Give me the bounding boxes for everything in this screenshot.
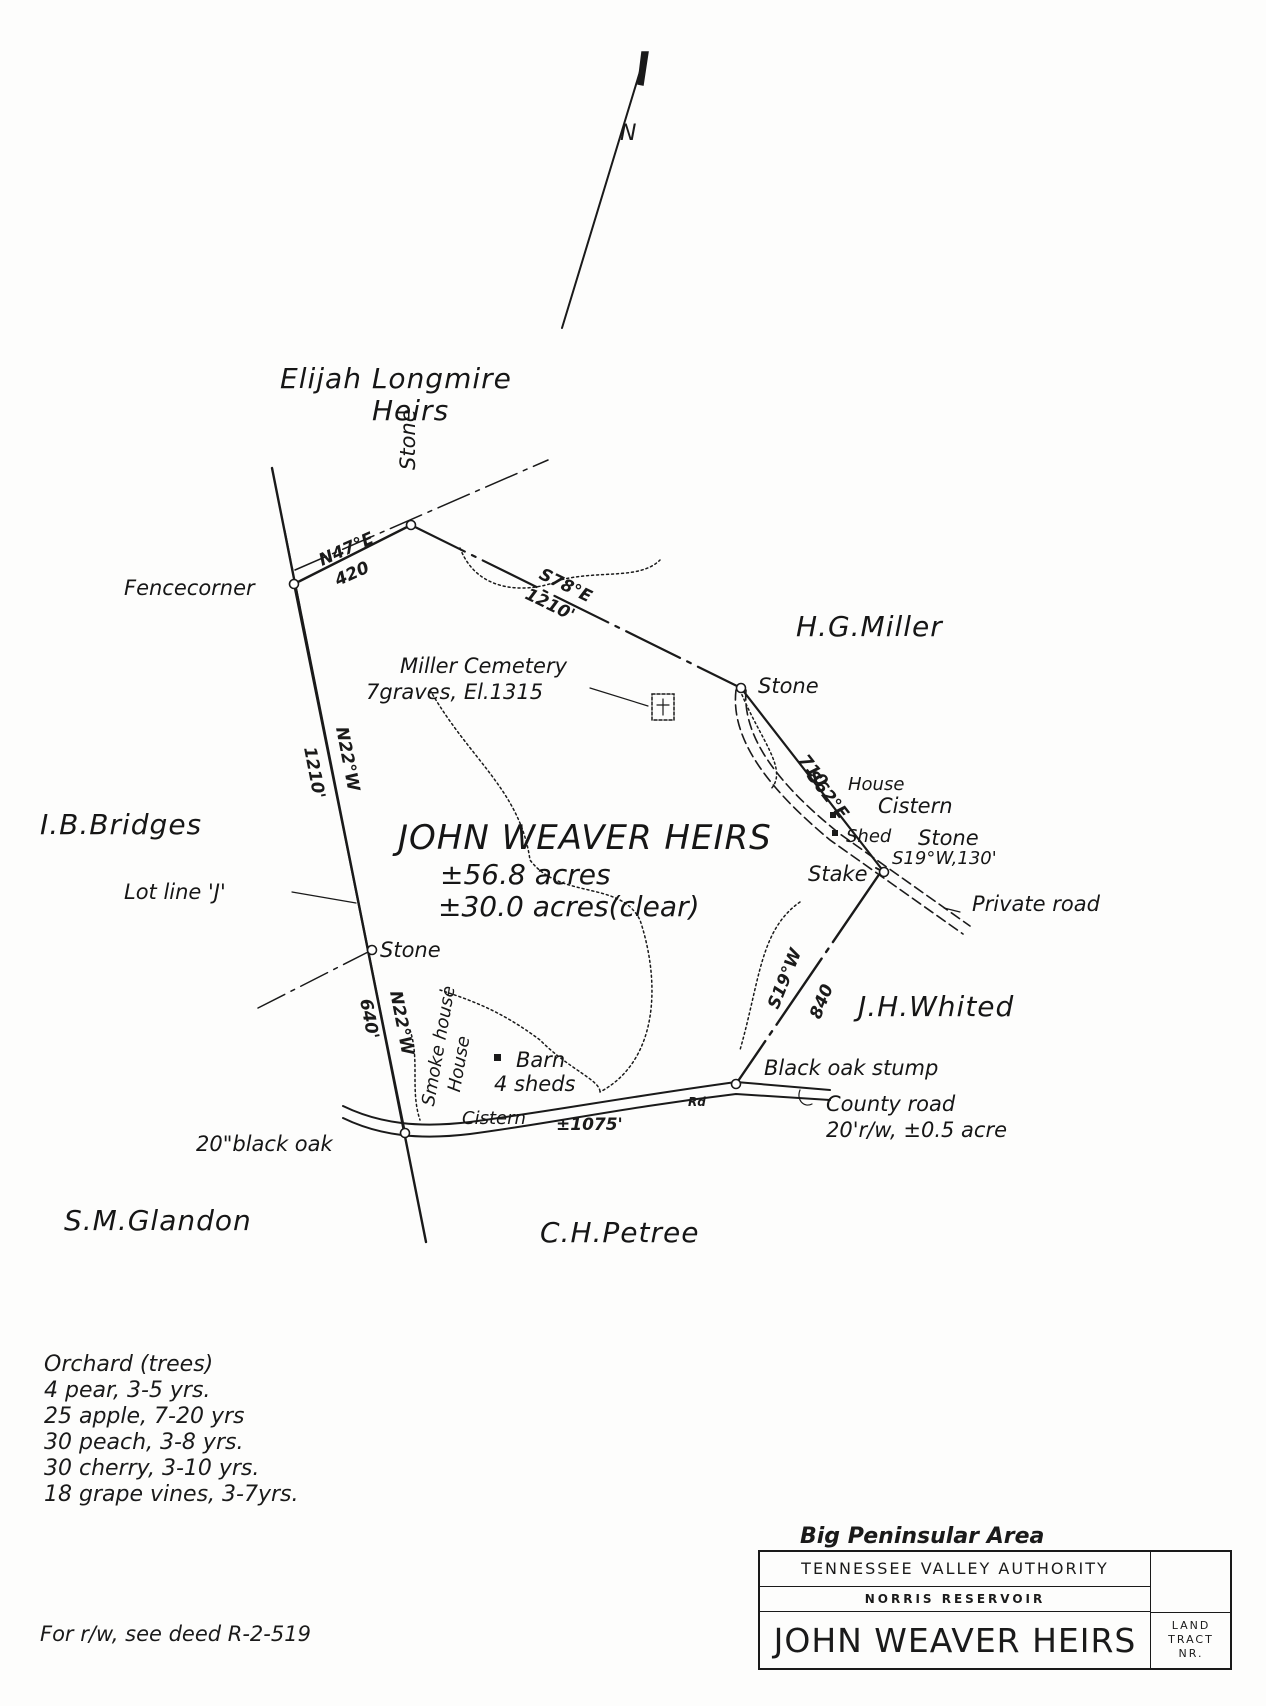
orchard-item: 4 pear, 3-5 yrs.	[44, 1378, 211, 1403]
label-stake: Stake	[808, 862, 868, 886]
code-line2: TRACT	[1168, 1633, 1214, 1646]
private-road-leader	[943, 907, 961, 913]
cemetery-leader	[589, 687, 649, 707]
label-lot-line: Lot line 'J'	[124, 880, 226, 904]
distance-840: 840	[806, 981, 838, 1022]
clearing-boundary-west	[429, 689, 653, 1093]
orchard-item: 18 grape vines, 3-7yrs.	[44, 1482, 299, 1507]
orchard-title: Orchard (trees)	[44, 1352, 214, 1377]
distance-1210-west: 1210'	[299, 745, 329, 800]
bearing-n22w-lower: N22°W	[385, 989, 417, 1058]
barn-symbol	[494, 1054, 501, 1061]
cemetery-plot	[651, 693, 675, 721]
label-fencecorner: Fencecorner	[124, 576, 255, 600]
label-barn: Barn	[516, 1048, 566, 1072]
label-s19w-130: S19°W,130'	[892, 848, 997, 869]
label-private-road: Private road	[972, 892, 1100, 916]
clearing-boundary-east	[739, 901, 801, 1051]
tract-acres-total: ±56.8 acres	[440, 858, 611, 891]
north-line-extension	[294, 459, 549, 571]
label-cemetery-line2: 7graves, El.1315	[366, 680, 544, 704]
label-stone-top: Stone	[396, 409, 420, 470]
west-inner-boundary	[292, 582, 407, 1135]
area-name: Big Peninsular Area	[800, 1524, 1045, 1549]
label-black-oak-stump: Black oak stump	[764, 1056, 939, 1080]
label-shed-e: Shed	[846, 826, 892, 847]
private-road-a	[734, 689, 964, 935]
fencecorner-marker	[288, 578, 300, 590]
clearing-boundary-farm	[439, 989, 601, 1093]
label-stone-w: Stone	[380, 938, 441, 962]
title-block-code-column: LAND TRACT NR.	[1150, 1552, 1231, 1668]
house-e-symbol	[830, 812, 836, 818]
s19w-840-boundary	[734, 874, 880, 1086]
county-road-upper	[342, 1080, 831, 1126]
orchard-item: 30 cherry, 3-10 yrs.	[44, 1456, 260, 1481]
shed-symbol	[832, 830, 838, 836]
owner-east-upper: H.G.Miller	[796, 610, 943, 643]
stone-e-marker	[878, 866, 890, 878]
tract-name: JOHN WEAVER HEIRS	[398, 818, 772, 858]
n47e-boundary	[292, 523, 413, 586]
distance-1075: ±1075'	[556, 1115, 623, 1135]
owner-north-line1: Elijah Longmire	[280, 362, 512, 395]
title-block-code: LAND TRACT NR.	[1151, 1612, 1231, 1668]
clearing-boundary-north	[459, 547, 661, 589]
deed-note: For r/w, see deed R-2-519	[40, 1622, 311, 1646]
code-line3: NR.	[1178, 1647, 1204, 1660]
road-abbrev: Rd	[688, 1095, 706, 1109]
stone-top-marker	[405, 519, 417, 531]
label-sheds: 4 sheds	[494, 1072, 576, 1096]
s78e-boundary	[409, 523, 743, 690]
label-county-road-1: County road	[826, 1092, 956, 1116]
label-black-oak-20: 20"black oak	[196, 1132, 333, 1156]
label-cistern-s: Cistern	[462, 1108, 526, 1129]
clearing-boundary-homestead	[409, 1029, 421, 1121]
owner-north-line2: Heirs	[372, 394, 450, 427]
black-oak-stump-marker	[730, 1078, 742, 1090]
title-block-agency: TENNESSEE VALLEY AUTHORITY	[760, 1552, 1150, 1587]
county-road-lower	[342, 1092, 831, 1138]
west-lateral-line	[257, 949, 373, 1009]
bearing-s19w-840: S19°W	[764, 945, 807, 1012]
title-block: TENNESSEE VALLEY AUTHORITY NORRIS RESERV…	[758, 1550, 1232, 1670]
label-cistern-e: Cistern	[878, 794, 953, 818]
label-stone-e: Stone	[918, 826, 979, 850]
label-house-e: House	[848, 774, 905, 795]
stone-w-marker	[366, 944, 378, 956]
black-oak-marker	[399, 1127, 411, 1139]
lot-line-leader	[291, 891, 357, 904]
owner-south: C.H.Petree	[540, 1216, 700, 1249]
north-arrow-shaft	[561, 54, 646, 329]
title-block-tract-name: JOHN WEAVER HEIRS	[773, 1621, 1137, 1660]
label-county-road-2: 20'r/w, ±0.5 acre	[826, 1118, 1008, 1142]
private-road-b	[744, 689, 971, 927]
orchard-item: 30 peach, 3-8 yrs.	[44, 1430, 244, 1455]
bearing-n47e: N47°E	[316, 529, 377, 571]
label-stone-ne: Stone	[758, 674, 819, 698]
owner-east-lower: J.H.Whited	[858, 990, 1015, 1023]
s62e-boundary	[739, 686, 886, 874]
title-block-reservoir: NORRIS RESERVOIR	[760, 1587, 1150, 1612]
orchard-list: Orchard (trees) 4 pear, 3-5 yrs. 25 appl…	[44, 1352, 298, 1508]
owner-southwest: S.M.Glandon	[64, 1204, 252, 1237]
north-arrow-head	[637, 51, 649, 86]
owner-west: I.B.Bridges	[40, 808, 203, 841]
tract-acres-clear: ±30.0 acres(clear)	[438, 890, 700, 923]
orchard-item: 25 apple, 7-20 yrs	[44, 1404, 245, 1429]
label-cemetery-line1: Miller Cemetery	[400, 654, 568, 678]
clearing-boundary-ne	[739, 689, 778, 791]
stone-ne-marker	[735, 682, 747, 694]
code-line1: LAND	[1171, 1619, 1211, 1632]
county-road-leader	[798, 1089, 813, 1106]
north-arrow-label: N	[620, 121, 636, 146]
